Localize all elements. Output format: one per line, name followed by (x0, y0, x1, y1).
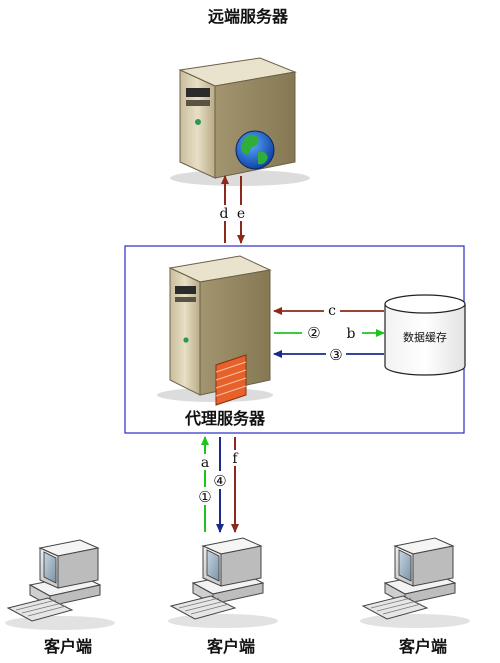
computer-icon (5, 539, 115, 630)
data-cache-label: 数据缓存 (403, 330, 447, 344)
client-label-3: 客户端 (399, 637, 447, 656)
client-label-1: 客户端 (44, 637, 92, 656)
step-label-2: ② (307, 324, 320, 342)
client-computer-2 (167, 537, 279, 629)
firewall-icon (215, 354, 247, 406)
arrow-label-a: a (201, 455, 209, 471)
arrow-label-c: c (328, 303, 336, 319)
step-label-3: ③ (329, 346, 342, 364)
globe-icon (235, 130, 275, 170)
arrow-label-f: f (232, 451, 239, 467)
data-cache (384, 294, 466, 376)
step-label-4: ④ (213, 472, 226, 490)
remote-server-label: 远端服务器 (208, 7, 289, 26)
arrow-label-d: d (220, 206, 229, 222)
arrow-label-e: e (237, 206, 245, 222)
proxy-server-label: 代理服务器 (184, 409, 266, 428)
proxy-server (157, 255, 273, 406)
client-computer (5, 539, 115, 630)
step-label-1: ① (198, 488, 211, 506)
client-label-2: 客户端 (207, 637, 255, 656)
client-computer-3 (359, 537, 471, 629)
remote-server (170, 57, 310, 186)
arrow-label-b: b (347, 326, 356, 342)
